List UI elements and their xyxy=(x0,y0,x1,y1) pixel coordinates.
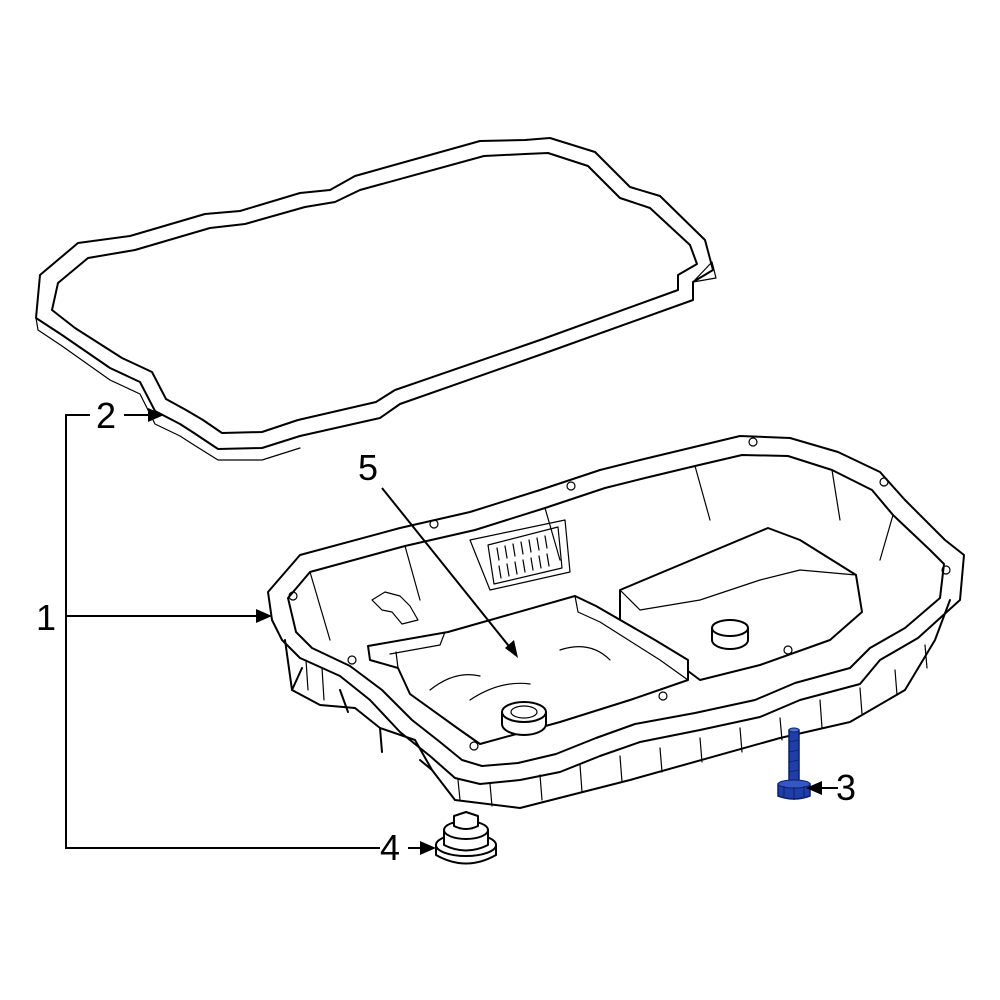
callout-5: 5 xyxy=(358,447,378,488)
callout-1: 1 xyxy=(36,597,56,638)
pan-bolt[interactable] xyxy=(777,727,811,800)
callout-2: 2 xyxy=(96,395,116,436)
callout-4: 4 xyxy=(380,827,400,868)
callout-3: 3 xyxy=(836,767,856,808)
drain-plug[interactable] xyxy=(435,811,497,865)
filter[interactable] xyxy=(367,595,689,745)
leader-lines xyxy=(65,408,838,855)
gasket[interactable] xyxy=(35,137,717,461)
